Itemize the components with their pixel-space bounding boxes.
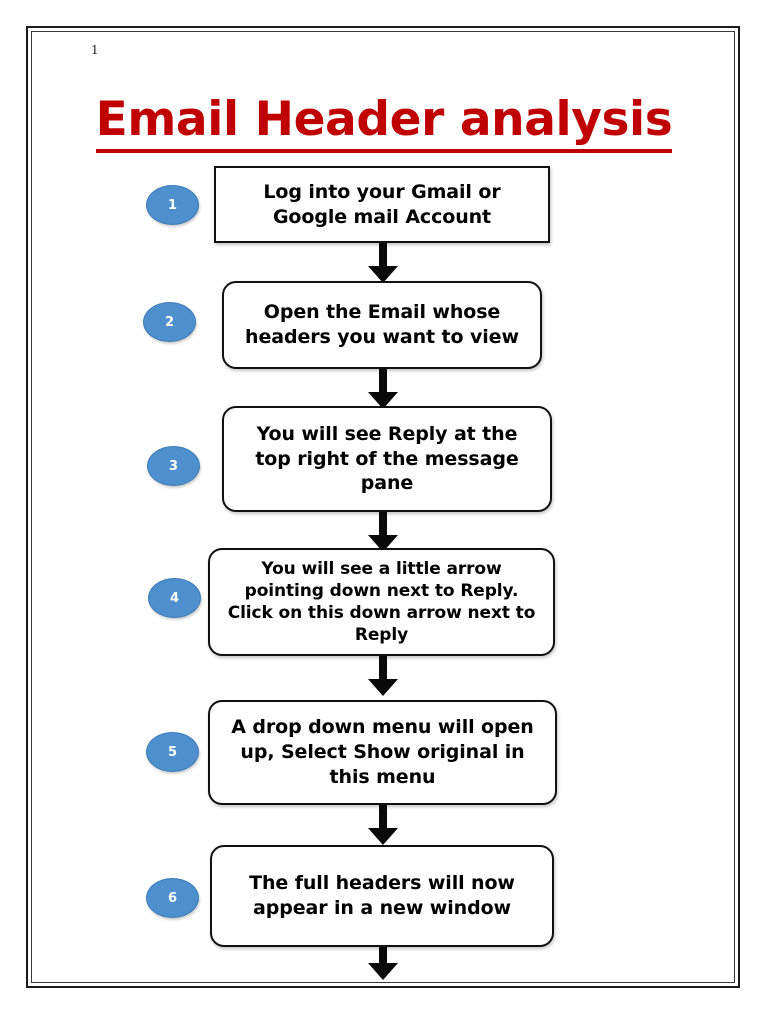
- step-badge-1: 1: [146, 185, 199, 225]
- step-badge-5: 5: [146, 732, 199, 772]
- step-box-text-5: A drop down menu will open up, Select Sh…: [231, 716, 534, 788]
- step-box-text-2: Open the Email whose headers you want to…: [245, 301, 519, 348]
- step-box-text-6: The full headers will now appear in a ne…: [249, 872, 515, 919]
- step-box-text-1: Log into your Gmail or Google mail Accou…: [263, 180, 501, 228]
- flow-arrow-4: [368, 656, 398, 696]
- page-border-outer: [26, 26, 740, 988]
- step-badge-3: 3: [147, 446, 200, 486]
- step-box-1: Log into your Gmail or Google mail Accou…: [214, 166, 550, 243]
- step-box-text-4: You will see a little arrow pointing dow…: [227, 558, 536, 646]
- step-box-2: Open the Email whose headers you want to…: [222, 281, 542, 369]
- page-number: 1: [91, 43, 99, 57]
- flow-arrow-5: [368, 805, 398, 845]
- page-border-inner: [31, 31, 735, 983]
- step-box-3: You will see Reply at the top right of t…: [222, 406, 552, 512]
- step-box-6: The full headers will now appear in a ne…: [210, 845, 554, 947]
- step-box-text-3: You will see Reply at the top right of t…: [255, 422, 519, 495]
- flow-arrow-1: [368, 243, 398, 283]
- step-badge-label-1: 1: [167, 197, 178, 213]
- page-title: Email Header analysis: [0, 92, 768, 153]
- flow-arrow-2: [368, 369, 398, 409]
- step-badge-label-2: 2: [164, 314, 175, 330]
- step-badge-label-4: 4: [169, 590, 180, 606]
- step-badge-label-6: 6: [167, 890, 178, 906]
- step-badge-6: 6: [146, 878, 199, 918]
- step-badge-label-5: 5: [167, 744, 178, 760]
- step-box-5: A drop down menu will open up, Select Sh…: [208, 700, 557, 805]
- step-badge-4: 4: [148, 578, 201, 618]
- step-badge-label-3: 3: [168, 458, 179, 474]
- flow-arrow-6: [368, 947, 398, 987]
- page-title-text: Email Header analysis: [95, 92, 673, 153]
- step-box-4: You will see a little arrow pointing dow…: [208, 548, 555, 656]
- flow-arrow-3: [368, 512, 398, 552]
- step-badge-2: 2: [143, 302, 196, 342]
